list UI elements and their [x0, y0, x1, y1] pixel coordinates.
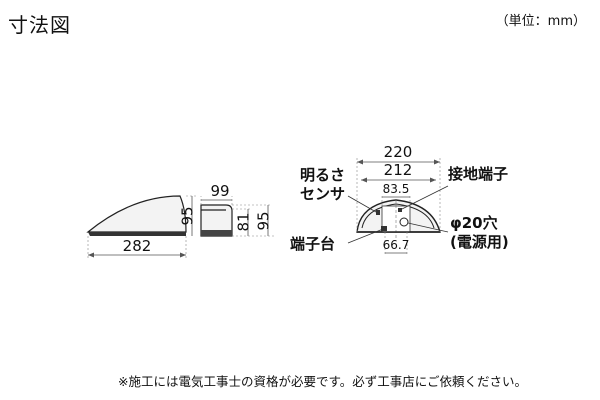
- unit-label: （単位：mm）: [495, 14, 586, 29]
- sensor-label-line1: 明るさ: [300, 166, 345, 184]
- front-view-shadow: [88, 232, 186, 236]
- front-view: 282 95: [86, 195, 198, 258]
- side-view-body: [200, 204, 233, 237]
- terminal-block-label: 端子台: [290, 235, 335, 253]
- side-view: 99 81 95: [200, 182, 274, 237]
- terminal-block: [381, 226, 387, 231]
- ground-terminal-label: 接地端子: [448, 165, 508, 183]
- side-inner-height-label: 81: [235, 212, 253, 231]
- hole-label-line2: (電源用): [450, 233, 509, 251]
- back-view: 220 212 83.5 66.7 明るさ センサ 接地端子 端子台 φ20穴 …: [290, 143, 509, 256]
- page-title: 寸法図: [8, 13, 71, 37]
- power-hole: [399, 217, 409, 227]
- back-mount-width-label: 83.5: [383, 182, 410, 196]
- hole-label-line1: φ20穴: [450, 214, 498, 232]
- ground-terminal: [398, 208, 402, 212]
- side-depth-label: 99: [210, 182, 229, 200]
- front-view-dome: [86, 195, 187, 233]
- front-height-label: 95: [179, 206, 197, 225]
- side-outer-height-label: 95: [255, 211, 273, 230]
- back-inner-width-label: 212: [384, 161, 413, 179]
- footer-note: ※施工には電気工事士の資格が必要です。必ず工事店にご依頼ください。: [118, 374, 527, 389]
- back-overall-width-label: 220: [384, 143, 413, 161]
- sensor-window: [376, 210, 380, 215]
- back-bottom-width-label: 66.7: [383, 238, 410, 252]
- front-width-label: 282: [123, 237, 152, 255]
- sensor-label-line2: センサ: [300, 185, 345, 203]
